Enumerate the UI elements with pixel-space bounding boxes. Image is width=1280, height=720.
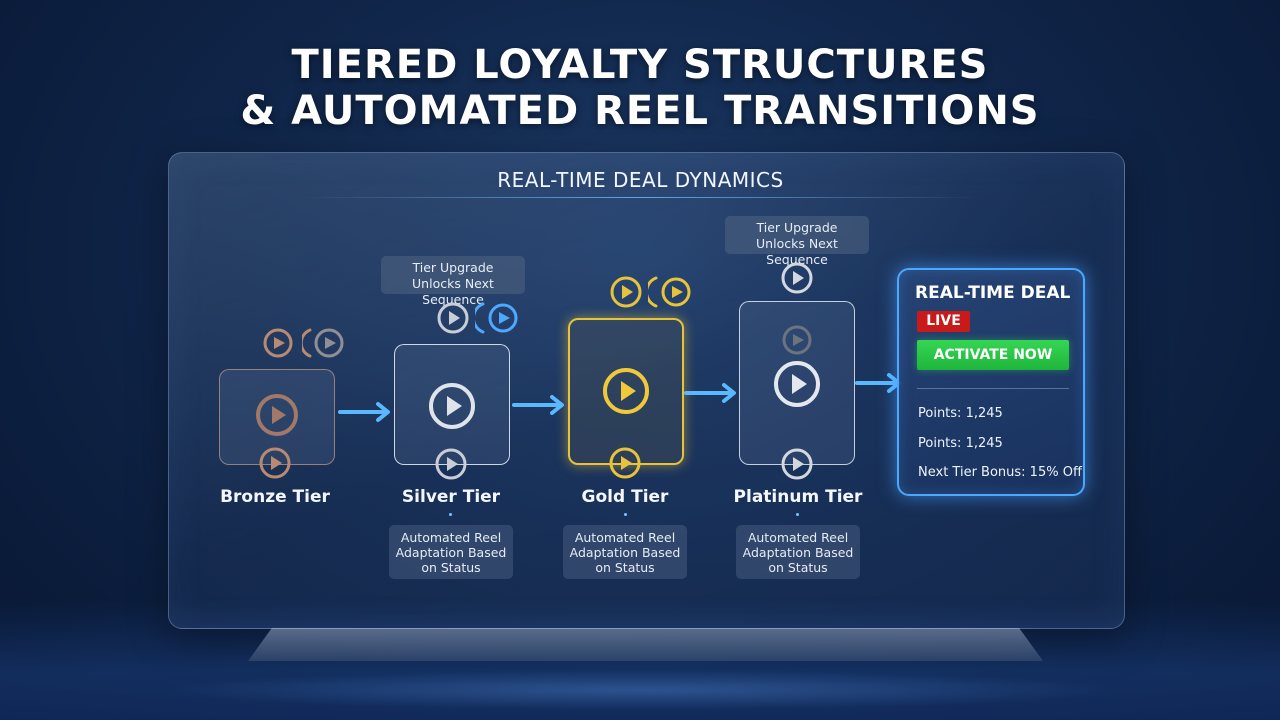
platinum-tier-label: Platinum Tier <box>733 487 863 507</box>
gold-tier-label: Gold Tier <box>581 487 669 507</box>
play-icon <box>429 383 475 429</box>
platinum-description: Automated Reel Adaptation Based on Statu… <box>736 525 860 579</box>
play-icon <box>610 276 642 308</box>
platinum-upgrade-tooltip: Tier Upgrade Unlocks Next Sequence <box>725 216 869 267</box>
bronze-tier-label: Bronze Tier <box>220 487 330 507</box>
deal-divider <box>917 388 1069 389</box>
panel-title: REAL-TIME DEAL DYNAMICS <box>497 168 784 192</box>
silver-upgrade-tooltip: Tier Upgrade Unlocks Next Sequence <box>381 256 525 307</box>
play-icon <box>256 394 298 436</box>
next-tier-bonus: Next Tier Bonus: 15% Off <box>918 465 1082 480</box>
play-icon <box>475 302 518 334</box>
play-icon <box>263 328 293 358</box>
silver-tier-label: Silver Tier <box>401 487 501 507</box>
arrow-right-icon <box>512 395 564 415</box>
gold-connector-dot <box>624 513 627 516</box>
floor-glow <box>160 670 1120 710</box>
points-value-secondary: Points: 1,245 <box>918 436 1003 451</box>
panel-stand <box>248 628 1043 661</box>
live-badge: LIVE <box>917 311 970 332</box>
points-value: Points: 1,245 <box>918 406 1003 421</box>
play-icon <box>302 328 344 358</box>
deal-title: REAL-TIME DEAL <box>915 283 1071 303</box>
play-icon <box>437 302 469 334</box>
play-icon <box>781 262 813 294</box>
arrow-right-icon <box>338 402 390 422</box>
play-icon <box>782 325 812 355</box>
play-icon <box>774 361 820 407</box>
play-icon <box>259 447 291 479</box>
gold-description: Automated Reel Adaptation Based on Statu… <box>563 525 687 579</box>
play-icon <box>603 368 649 414</box>
page-title: TIERED LOYALTY STRUCTURES & AUTOMATED RE… <box>0 42 1280 134</box>
play-icon <box>609 447 641 479</box>
activate-now-button[interactable]: ACTIVATE NOW <box>917 340 1069 370</box>
real-time-deal-card: REAL-TIME DEAL LIVE ACTIVATE NOW Points:… <box>897 268 1085 496</box>
arrow-right-icon <box>684 383 736 403</box>
play-icon <box>648 276 691 308</box>
panel-divider <box>300 197 980 198</box>
play-icon <box>435 448 467 480</box>
silver-description: Automated Reel Adaptation Based on Statu… <box>389 525 513 579</box>
title-line-2: & AUTOMATED REEL TRANSITIONS <box>240 88 1040 134</box>
silver-connector-dot <box>449 513 452 516</box>
title-line-1: TIERED LOYALTY STRUCTURES <box>291 42 989 88</box>
play-icon <box>781 448 813 480</box>
platinum-connector-dot <box>796 513 799 516</box>
